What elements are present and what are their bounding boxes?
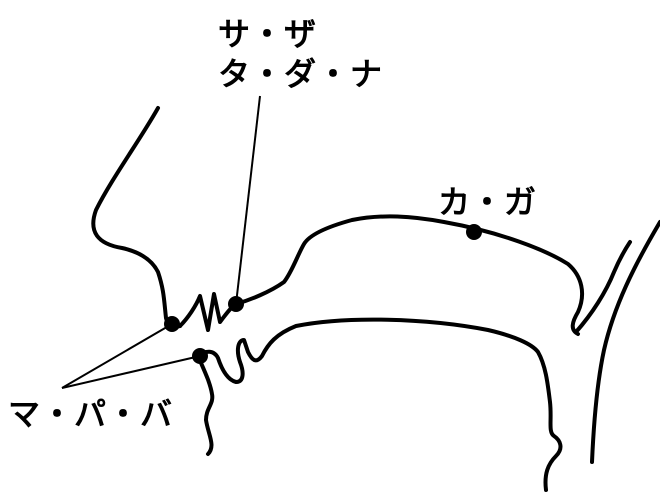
dental-label-line-1: サ・ザ: [218, 18, 317, 50]
soft-palate-point: [466, 224, 482, 240]
lower-lip-point: [192, 348, 208, 364]
dental-leader-line: [236, 96, 260, 304]
dental-label-line-2: タ・ダ・ナ: [218, 58, 383, 90]
velum-outline: [576, 242, 630, 332]
labial-leader-line-upper: [62, 324, 172, 388]
tongue-and-lower-teeth-outline: [198, 320, 560, 490]
lower-lip-outline: [198, 356, 212, 454]
labial-label: マ・パ・バ: [8, 398, 173, 430]
upper-lip-point: [164, 316, 180, 332]
face-profile-outline: [93, 108, 180, 327]
labial-leader-line-lower: [62, 356, 200, 388]
pharynx-back-wall-outline: [592, 222, 660, 462]
velar-label: カ・ガ: [438, 186, 537, 218]
alveolar-ridge-point: [228, 296, 244, 312]
